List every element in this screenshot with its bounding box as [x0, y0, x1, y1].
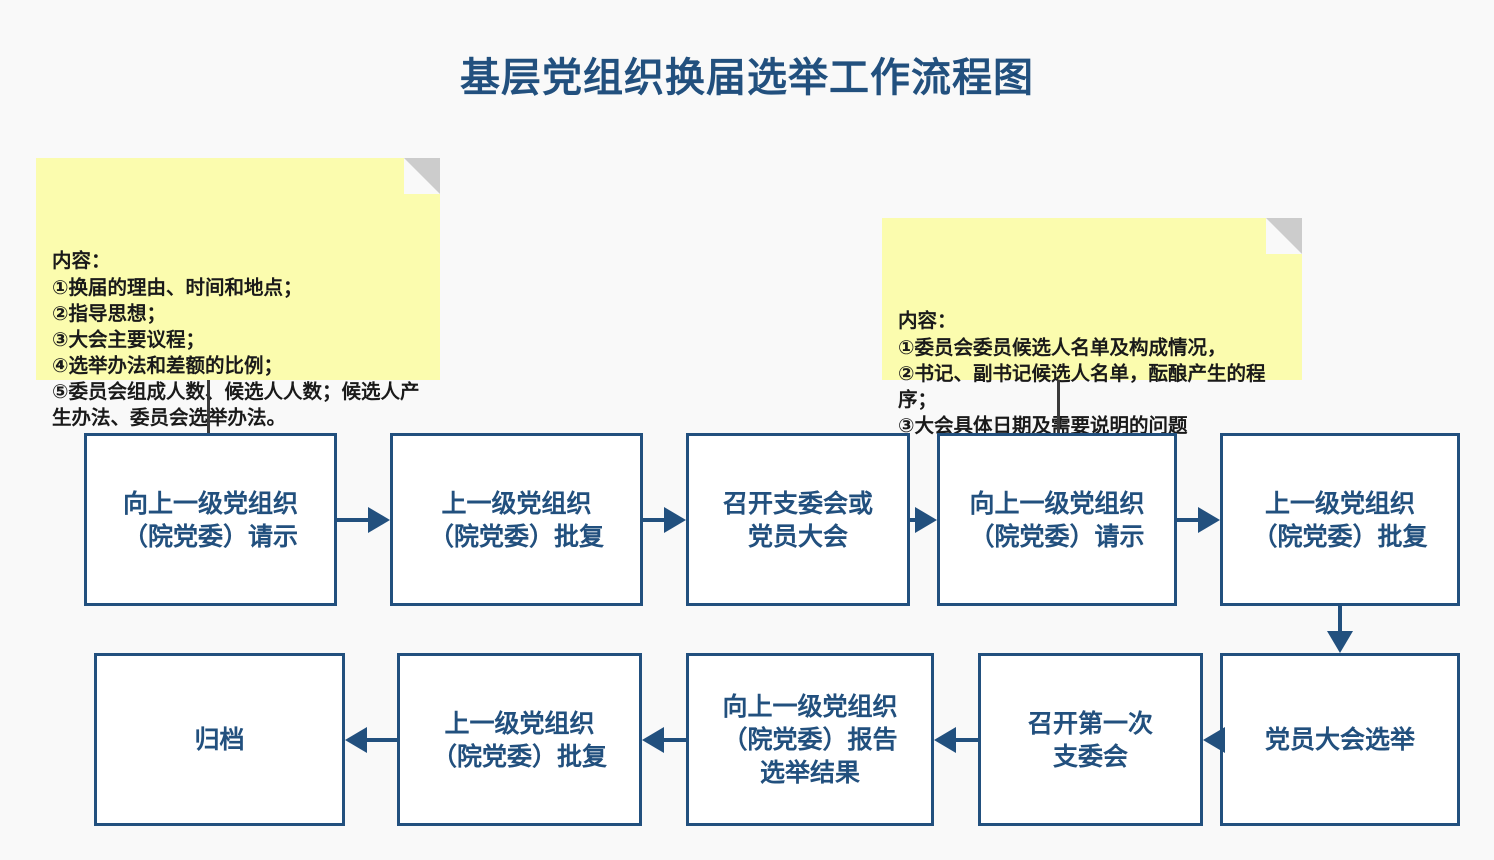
- arrow-left-2: [934, 715, 978, 765]
- arrow-right-3: [910, 495, 937, 545]
- connector-note-right-to-box: [1057, 380, 1060, 435]
- note-fold-corner-icon: [1266, 218, 1302, 254]
- arrow-left-1: [1203, 715, 1225, 765]
- page-title: 基层党组织换届选举工作流程图: [460, 55, 1034, 101]
- connector-note-left-to-box: [207, 380, 210, 435]
- arrow-down-1: [1315, 606, 1365, 653]
- process-box-branch-or-member-meeting[interactable]: 召开支委会或 党员大会: [686, 433, 910, 606]
- arrow-right-2: [643, 495, 686, 545]
- process-box-first-branch-committee-meeting[interactable]: 召开第一次 支委会: [978, 653, 1203, 826]
- process-box-upper-party-approval-3[interactable]: 上一级党组织 （院党委）批复: [397, 653, 642, 826]
- process-box-request-upper-party-2[interactable]: 向上一级党组织 （院党委）请示: [937, 433, 1177, 606]
- process-box-upper-party-approval-1[interactable]: 上一级党组织 （院党委）批复: [390, 433, 643, 606]
- process-box-upper-party-approval-2[interactable]: 上一级党组织 （院党委）批复: [1220, 433, 1460, 606]
- process-box-request-upper-party-1[interactable]: 向上一级党组织 （院党委）请示: [84, 433, 337, 606]
- note-left: 内容： ①换届的理由、时间和地点； ②指导思想； ③大会主要议程； ④选举办法和…: [36, 158, 440, 429]
- arrow-right-4: [1177, 495, 1220, 545]
- note-left-text: 内容： ①换届的理由、时间和地点； ②指导思想； ③大会主要议程； ④选举办法和…: [52, 249, 420, 430]
- note-fold-corner-icon: [404, 158, 440, 194]
- process-box-member-assembly-election[interactable]: 党员大会选举: [1220, 653, 1460, 826]
- arrow-left-3: [642, 715, 686, 765]
- arrow-left-4: [345, 715, 397, 765]
- note-right: 内容： ①委员会委员候选人名单及构成情况， ②书记、副书记候选人名单，酝酿产生的…: [882, 218, 1302, 437]
- arrow-right-1: [337, 495, 390, 545]
- note-right-text: 内容： ①委员会委员候选人名单及构成情况， ②书记、副书记候选人名单，酝酿产生的…: [898, 309, 1266, 437]
- process-box-archive[interactable]: 归档: [94, 653, 345, 826]
- process-box-report-election-result[interactable]: 向上一级党组织 （院党委）报告 选举结果: [686, 653, 934, 826]
